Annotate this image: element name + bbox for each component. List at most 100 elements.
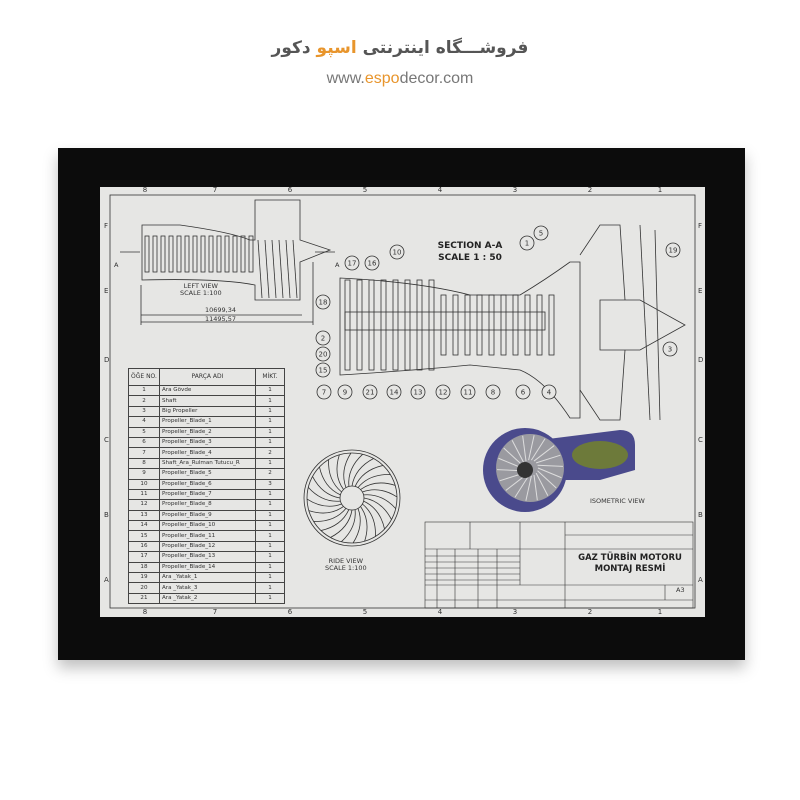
balloon-number: 10	[393, 249, 402, 257]
bom-item-no: 15	[128, 530, 160, 542]
left-view-title: LEFT VIEW	[183, 282, 218, 290]
bom-part-name: Propeller_Blade_13	[158, 551, 257, 563]
balloon-20: 20	[315, 346, 331, 362]
balloon-circle	[362, 384, 378, 400]
url-suffix: decor.com	[399, 70, 474, 87]
sheet-size: A3	[676, 586, 685, 594]
fan-blade	[306, 498, 342, 507]
bom-header-qty: MİKT.	[255, 368, 285, 386]
store-name: فروشـــگاه اینترنتی اسپو دکور	[0, 38, 800, 58]
balloon-1: 1	[519, 235, 535, 251]
store-url[interactable]: www.espodecor.com	[0, 70, 800, 88]
fan-blade	[307, 487, 341, 502]
blade-stage	[144, 235, 150, 273]
bom-part-name: Ara _Yatak_1	[158, 572, 257, 584]
title-line-2: MONTAJ RESMİ	[594, 564, 666, 574]
side-view-drawing	[303, 449, 401, 547]
balloon-6: 6	[515, 384, 531, 400]
grid-row-label: E	[698, 287, 702, 295]
bom-part-name: Ara _Yatak_2	[158, 592, 257, 605]
grid-column-label: 3	[513, 608, 517, 616]
bom-part-name: Propeller_Blade_12	[158, 540, 257, 553]
balloon-number: 14	[390, 389, 399, 397]
fan-blade	[343, 452, 352, 488]
bom-part-name: Ara Gövde	[158, 384, 257, 397]
blade-stage	[464, 294, 471, 356]
fan-blade	[503, 447, 523, 466]
balloon-circle	[662, 341, 678, 357]
bom-item-no: 19	[128, 572, 160, 584]
fan-blade	[537, 464, 563, 467]
isometric-view-label: ISOMETRIC VIEW	[590, 497, 645, 505]
blade-stage	[524, 294, 531, 356]
balloon-circle	[485, 384, 501, 400]
grid-row-label: D	[104, 356, 109, 364]
grid-row-label: F	[104, 222, 108, 230]
bom-item-no: 5	[128, 426, 160, 438]
fan-blade	[312, 476, 341, 499]
title-block	[424, 521, 694, 609]
bom-item-no: 2	[128, 395, 160, 407]
blade-stage	[232, 235, 238, 273]
balloon-13: 13	[410, 384, 426, 400]
balloon-number: 6	[521, 389, 526, 397]
balloon-10: 10	[389, 244, 405, 260]
balloon-number: 12	[439, 389, 448, 397]
store-name-accent: اسپو	[316, 38, 357, 58]
bom-part-name: Propeller_Blade_10	[158, 520, 257, 532]
blade-stage	[168, 235, 174, 273]
balloon-16: 16	[364, 255, 380, 271]
bom-part-name: Propeller_Blade_1	[158, 416, 257, 428]
balloon-circle	[533, 225, 549, 241]
balloon-circle	[410, 384, 426, 400]
balloon-circle	[515, 384, 531, 400]
blade-stage	[500, 294, 507, 356]
blade-stage	[176, 235, 182, 273]
fan-blade	[352, 508, 361, 544]
blade-stage	[536, 294, 543, 356]
balloon-number: 5	[539, 230, 543, 238]
balloon-number: 8	[491, 389, 495, 397]
balloon-number: 7	[322, 389, 326, 397]
grid-column-label: 5	[363, 186, 367, 194]
section-title: SECTION A-A	[437, 241, 503, 251]
fan-blade	[320, 509, 350, 531]
blade-stage	[428, 279, 435, 371]
grid-column-label: 6	[288, 608, 293, 616]
blade-stage	[224, 235, 230, 273]
bom-part-name: Propeller_Blade_7	[158, 488, 257, 501]
balloon-circle	[344, 255, 360, 271]
balloon-circle	[460, 384, 476, 400]
title-line-1: GAZ TÜRBİN MOTORU	[578, 553, 682, 563]
fan-blade	[357, 474, 391, 488]
blade-stage	[488, 294, 495, 356]
bom-qty: 1	[255, 592, 285, 605]
fan-blade	[264, 239, 270, 299]
blade-stage	[216, 235, 222, 273]
grid-row-label: F	[698, 222, 702, 230]
balloon-number: 15	[319, 367, 328, 375]
grid-column-label: 4	[438, 608, 443, 616]
fan-blade	[533, 474, 538, 501]
balloon-number: 2	[321, 335, 325, 343]
blade-stage	[512, 294, 519, 356]
bom-part-name: Shaft	[158, 395, 257, 407]
balloon-circle	[665, 242, 681, 258]
bom-item-no: 7	[128, 447, 160, 459]
balloon-circle	[364, 255, 380, 271]
bom-qty: 1	[255, 426, 285, 438]
grid-column-label: 2	[588, 608, 592, 616]
blade-stage	[476, 294, 483, 356]
balloon-12: 12	[435, 384, 451, 400]
balloon-17: 17	[344, 255, 360, 271]
bom-header-name: PARÇA ADI	[158, 368, 257, 386]
grid-column-label: 5	[363, 608, 367, 616]
blade-stage	[200, 235, 206, 273]
